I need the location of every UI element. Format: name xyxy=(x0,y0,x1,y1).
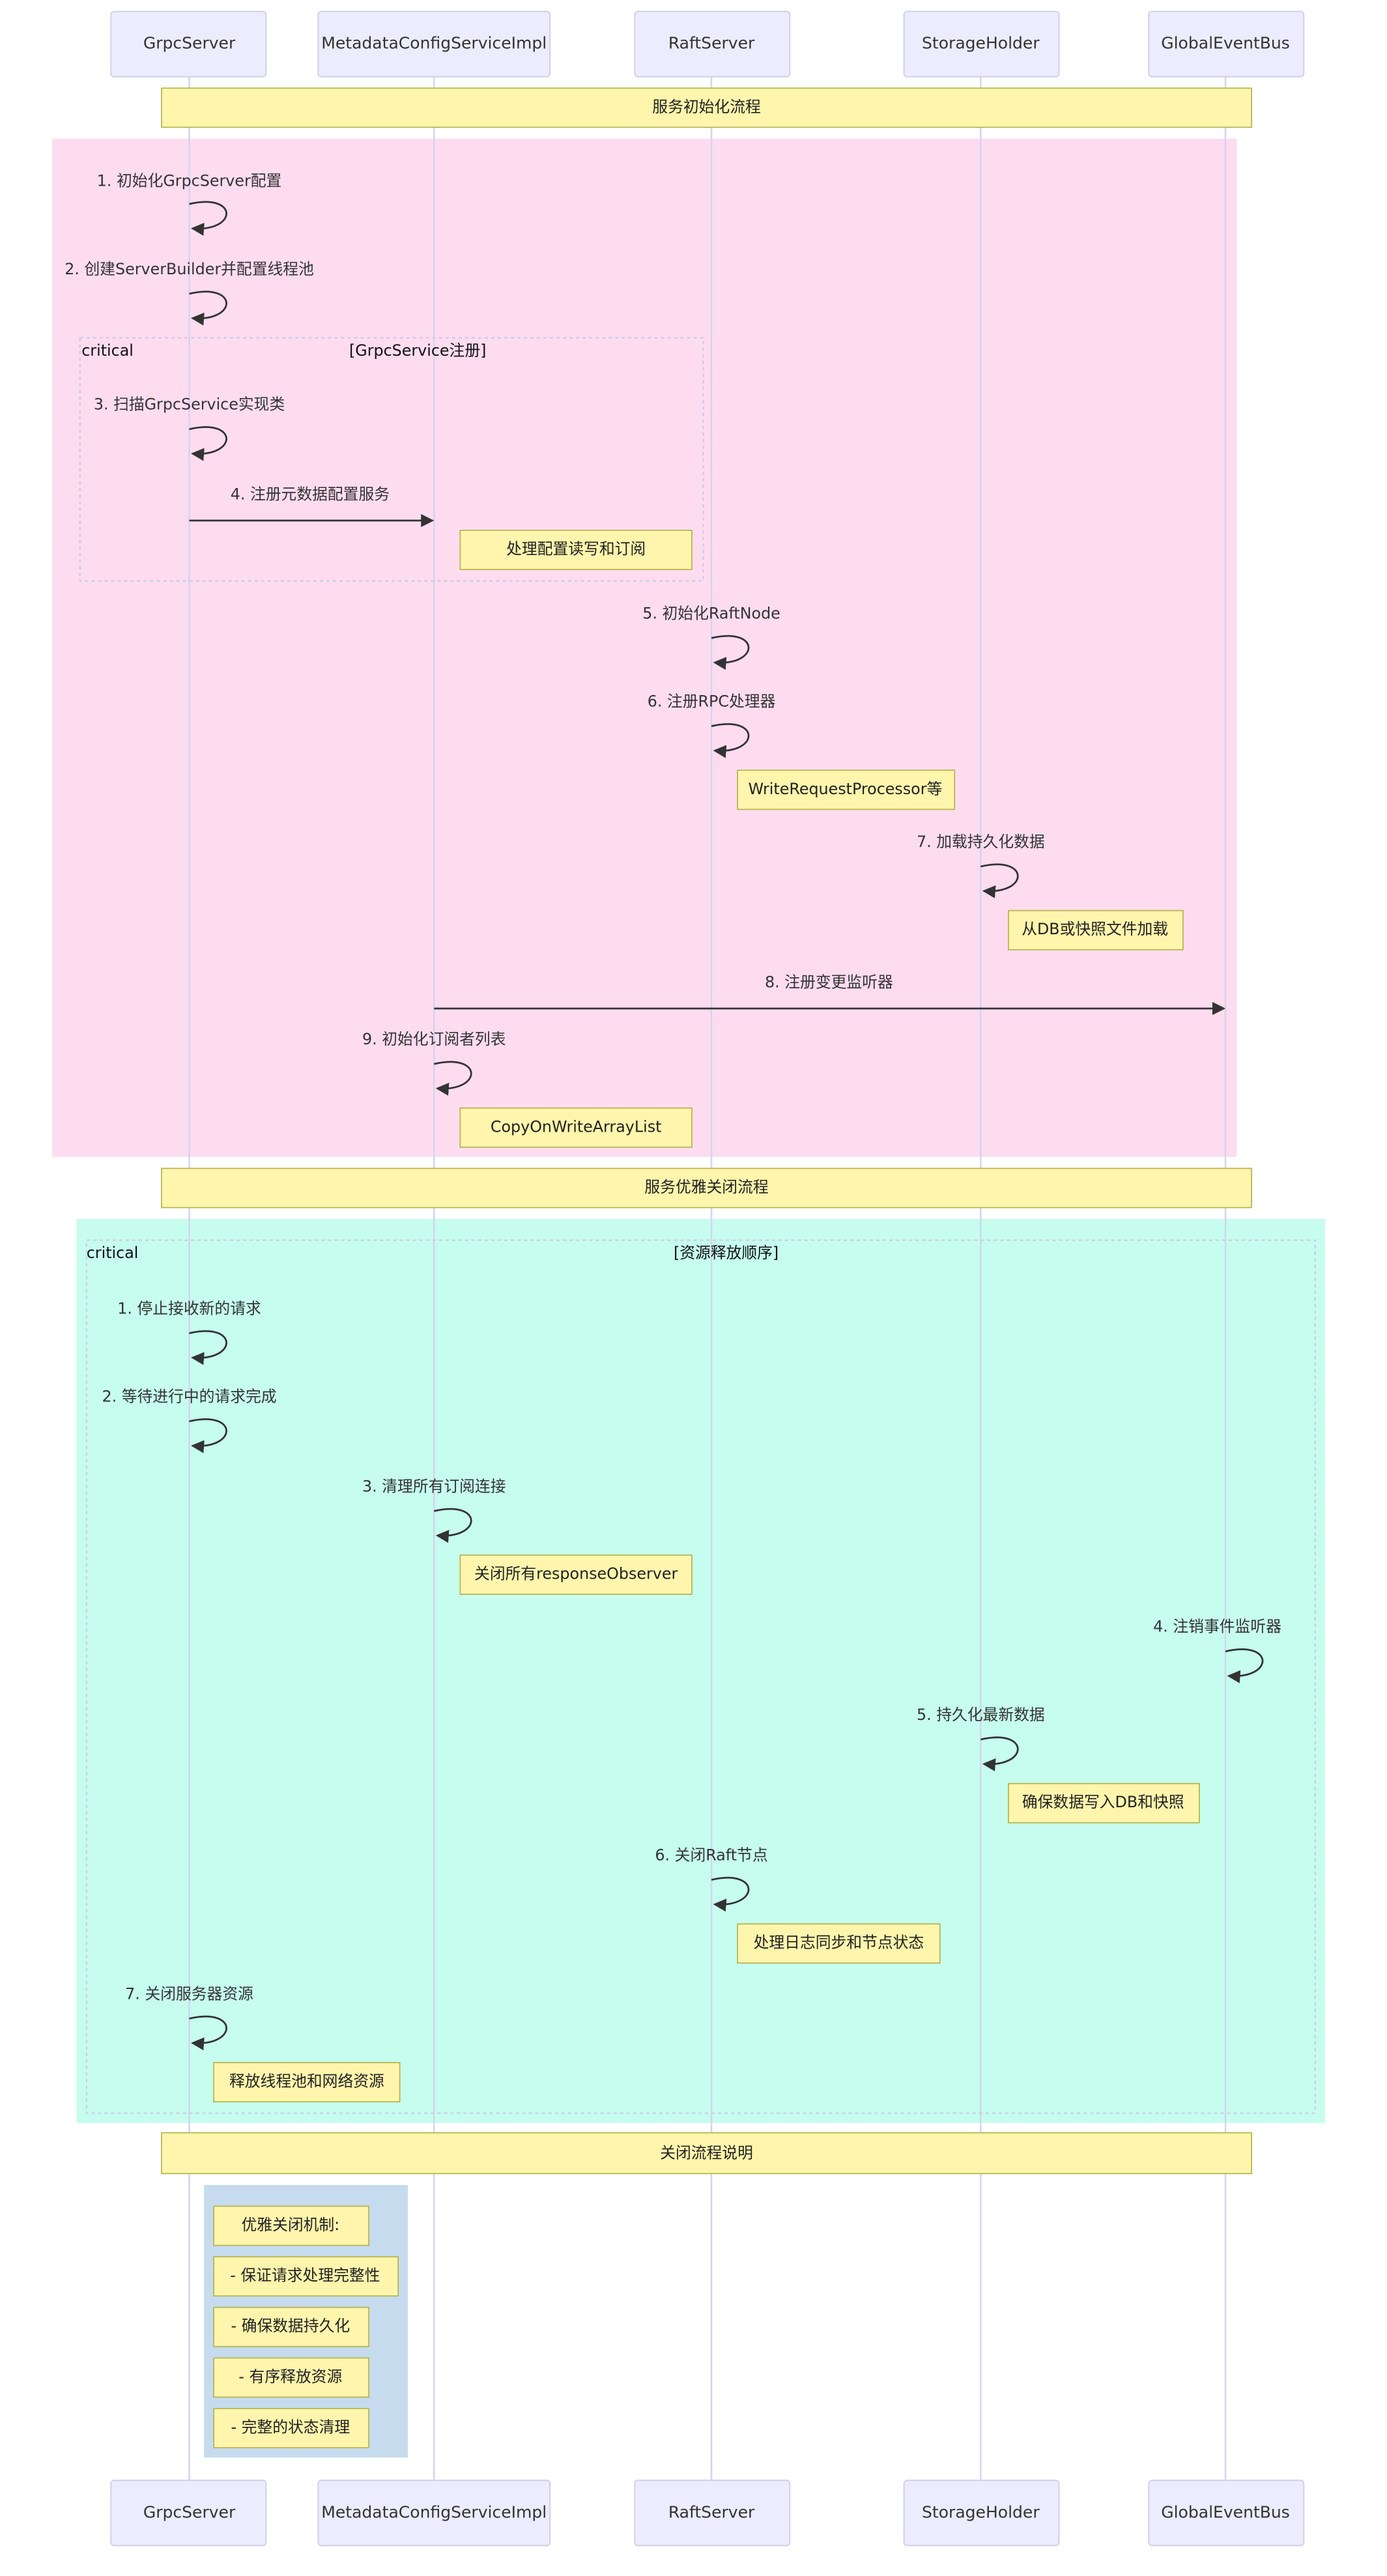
summary-note: - 完整的状态清理 xyxy=(213,2408,369,2448)
message-label: 2. 创建ServerBuilder并配置线程池 xyxy=(64,260,314,278)
summary-note: - 确保数据持久化 xyxy=(213,2306,369,2347)
actor-raftserver-top: RaftServer xyxy=(634,10,791,78)
self-loop-arrow xyxy=(980,1736,1019,1771)
self-loop-arrow xyxy=(189,426,227,461)
actor-label: MetadataConfigServiceImpl xyxy=(321,34,547,53)
message-label: 9. 初始化订阅者列表 xyxy=(362,1030,506,1048)
actor-label: MetadataConfigServiceImpl xyxy=(321,2502,547,2521)
init-region xyxy=(52,138,1237,1157)
message-label: 1. 初始化GrpcServer配置 xyxy=(97,172,282,190)
note: WriteRequestProcessor等 xyxy=(737,769,956,810)
actor-label: GrpcServer xyxy=(143,34,236,53)
section-note-shutdown: 服务优雅关闭流程 xyxy=(161,1167,1252,1209)
section-note-summary: 关闭流程说明 xyxy=(161,2132,1252,2175)
svg-text:处理配置读写和订阅: 处理配置读写和订阅 xyxy=(506,540,646,558)
note: 确保数据写入DB和快照 xyxy=(1008,1782,1200,1824)
message-label: 4. 注销事件监听器 xyxy=(1153,1618,1281,1636)
svg-text:服务优雅关闭流程: 服务优雅关闭流程 xyxy=(644,1178,768,1196)
self-loop-arrow xyxy=(189,201,227,236)
note: 处理日志同步和节点状态 xyxy=(737,1923,941,1964)
actor-storageholder-bottom: StorageHolder xyxy=(903,2480,1060,2547)
message-label: 5. 持久化最新数据 xyxy=(917,1706,1045,1724)
summary-note: - 有序释放资源 xyxy=(213,2357,369,2398)
message-label: 4. 注册元数据配置服务 xyxy=(231,485,390,503)
actor-metadata-bottom: MetadataConfigServiceImpl xyxy=(317,2480,551,2547)
critical-block-shutdown xyxy=(85,1239,1316,2114)
svg-text:处理日志同步和节点状态: 处理日志同步和节点状态 xyxy=(754,1934,924,1952)
actor-label: GlobalEventBus xyxy=(1161,2502,1290,2521)
svg-text:- 完整的状态清理: - 完整的状态清理 xyxy=(231,2418,350,2437)
summary-note: - 保证请求处理完整性 xyxy=(213,2256,399,2297)
message-label: 3. 清理所有订阅连接 xyxy=(362,1477,506,1495)
message-label: 7. 加载持久化数据 xyxy=(917,833,1045,851)
actor-label: RaftServer xyxy=(668,34,755,53)
svg-text:WriteRequestProcessor等: WriteRequestProcessor等 xyxy=(749,780,943,798)
message-label: 6. 注册RPC处理器 xyxy=(648,693,776,711)
note: 释放线程池和网络资源 xyxy=(213,2062,401,2102)
svg-text:释放线程池和网络资源: 释放线程池和网络资源 xyxy=(229,2072,384,2091)
svg-text:- 有序释放资源: - 有序释放资源 xyxy=(238,2368,342,2386)
summary-note: 优雅关闭机制: xyxy=(213,2205,369,2246)
self-loop-arrow xyxy=(189,2015,227,2051)
svg-text:- 确保数据持久化: - 确保数据持久化 xyxy=(231,2317,350,2335)
actor-label: GrpcServer xyxy=(143,2502,236,2521)
self-loop-arrow xyxy=(711,723,750,758)
actor-label: RaftServer xyxy=(668,2502,755,2521)
actor-globaleventbus-top: GlobalEventBus xyxy=(1148,10,1305,78)
critical-label: critical xyxy=(87,1244,139,1262)
self-loop-arrow xyxy=(980,863,1019,898)
svg-text:CopyOnWriteArrayList: CopyOnWriteArrayList xyxy=(491,1117,662,1136)
svg-text:服务初始化流程: 服务初始化流程 xyxy=(652,98,760,116)
critical-label: critical xyxy=(81,341,134,360)
actor-globaleventbus-bottom: GlobalEventBus xyxy=(1148,2480,1305,2547)
actor-storageholder-top: StorageHolder xyxy=(903,10,1060,78)
message-label: 7. 关闭服务器资源 xyxy=(125,1984,253,2003)
message-label: 1. 停止接收新的请求 xyxy=(117,1299,261,1317)
actor-grpcserver-top: GrpcServer xyxy=(110,10,267,78)
svg-text:关闭所有responseObserver: 关闭所有responseObserver xyxy=(474,1565,678,1583)
message-label: 5. 初始化RaftNode xyxy=(642,604,780,622)
section-note-init: 服务初始化流程 xyxy=(161,87,1252,128)
self-loop-arrow xyxy=(711,1876,750,1912)
critical-condition: [资源释放顺序] xyxy=(674,1244,779,1262)
critical-condition: [GrpcService注册] xyxy=(349,341,486,360)
self-loop-arrow xyxy=(711,635,750,670)
message-label: 2. 等待进行中的请求完成 xyxy=(102,1388,277,1406)
self-loop-arrow xyxy=(189,1330,227,1366)
actor-label: StorageHolder xyxy=(922,2502,1040,2521)
actor-label: StorageHolder xyxy=(922,34,1040,53)
svg-text:- 保证请求处理完整性: - 保证请求处理完整性 xyxy=(230,2267,380,2285)
svg-text:确保数据写入DB和快照: 确保数据写入DB和快照 xyxy=(1022,1793,1184,1811)
note: 处理配置读写和订阅 xyxy=(459,530,693,571)
svg-text:从DB或快照文件加载: 从DB或快照文件加载 xyxy=(1022,920,1168,938)
actor-grpcserver-bottom: GrpcServer xyxy=(110,2480,267,2547)
svg-text:关闭流程说明: 关闭流程说明 xyxy=(660,2144,753,2162)
message-label: 8. 注册变更监听器 xyxy=(765,973,893,991)
actor-raftserver-bottom: RaftServer xyxy=(634,2480,791,2547)
self-loop-arrow xyxy=(189,1418,227,1453)
self-loop-arrow xyxy=(1225,1648,1264,1683)
message-label: 6. 关闭Raft节点 xyxy=(655,1846,767,1864)
note: CopyOnWriteArrayList xyxy=(459,1107,693,1148)
note: 从DB或快照文件加载 xyxy=(1008,909,1184,951)
note: 关闭所有responseObserver xyxy=(459,1554,693,1596)
message-label: 3. 扫描GrpcService实现类 xyxy=(94,395,285,414)
shutdown-region xyxy=(76,1219,1325,2123)
self-loop-arrow xyxy=(189,291,227,326)
actor-label: GlobalEventBus xyxy=(1161,34,1290,53)
svg-text:优雅关闭机制:: 优雅关闭机制: xyxy=(241,2216,339,2234)
actor-metadata-top: MetadataConfigServiceImpl xyxy=(317,10,551,78)
self-loop-arrow xyxy=(433,1508,472,1543)
self-loop-arrow xyxy=(433,1061,472,1096)
critical-block-init xyxy=(79,337,704,582)
